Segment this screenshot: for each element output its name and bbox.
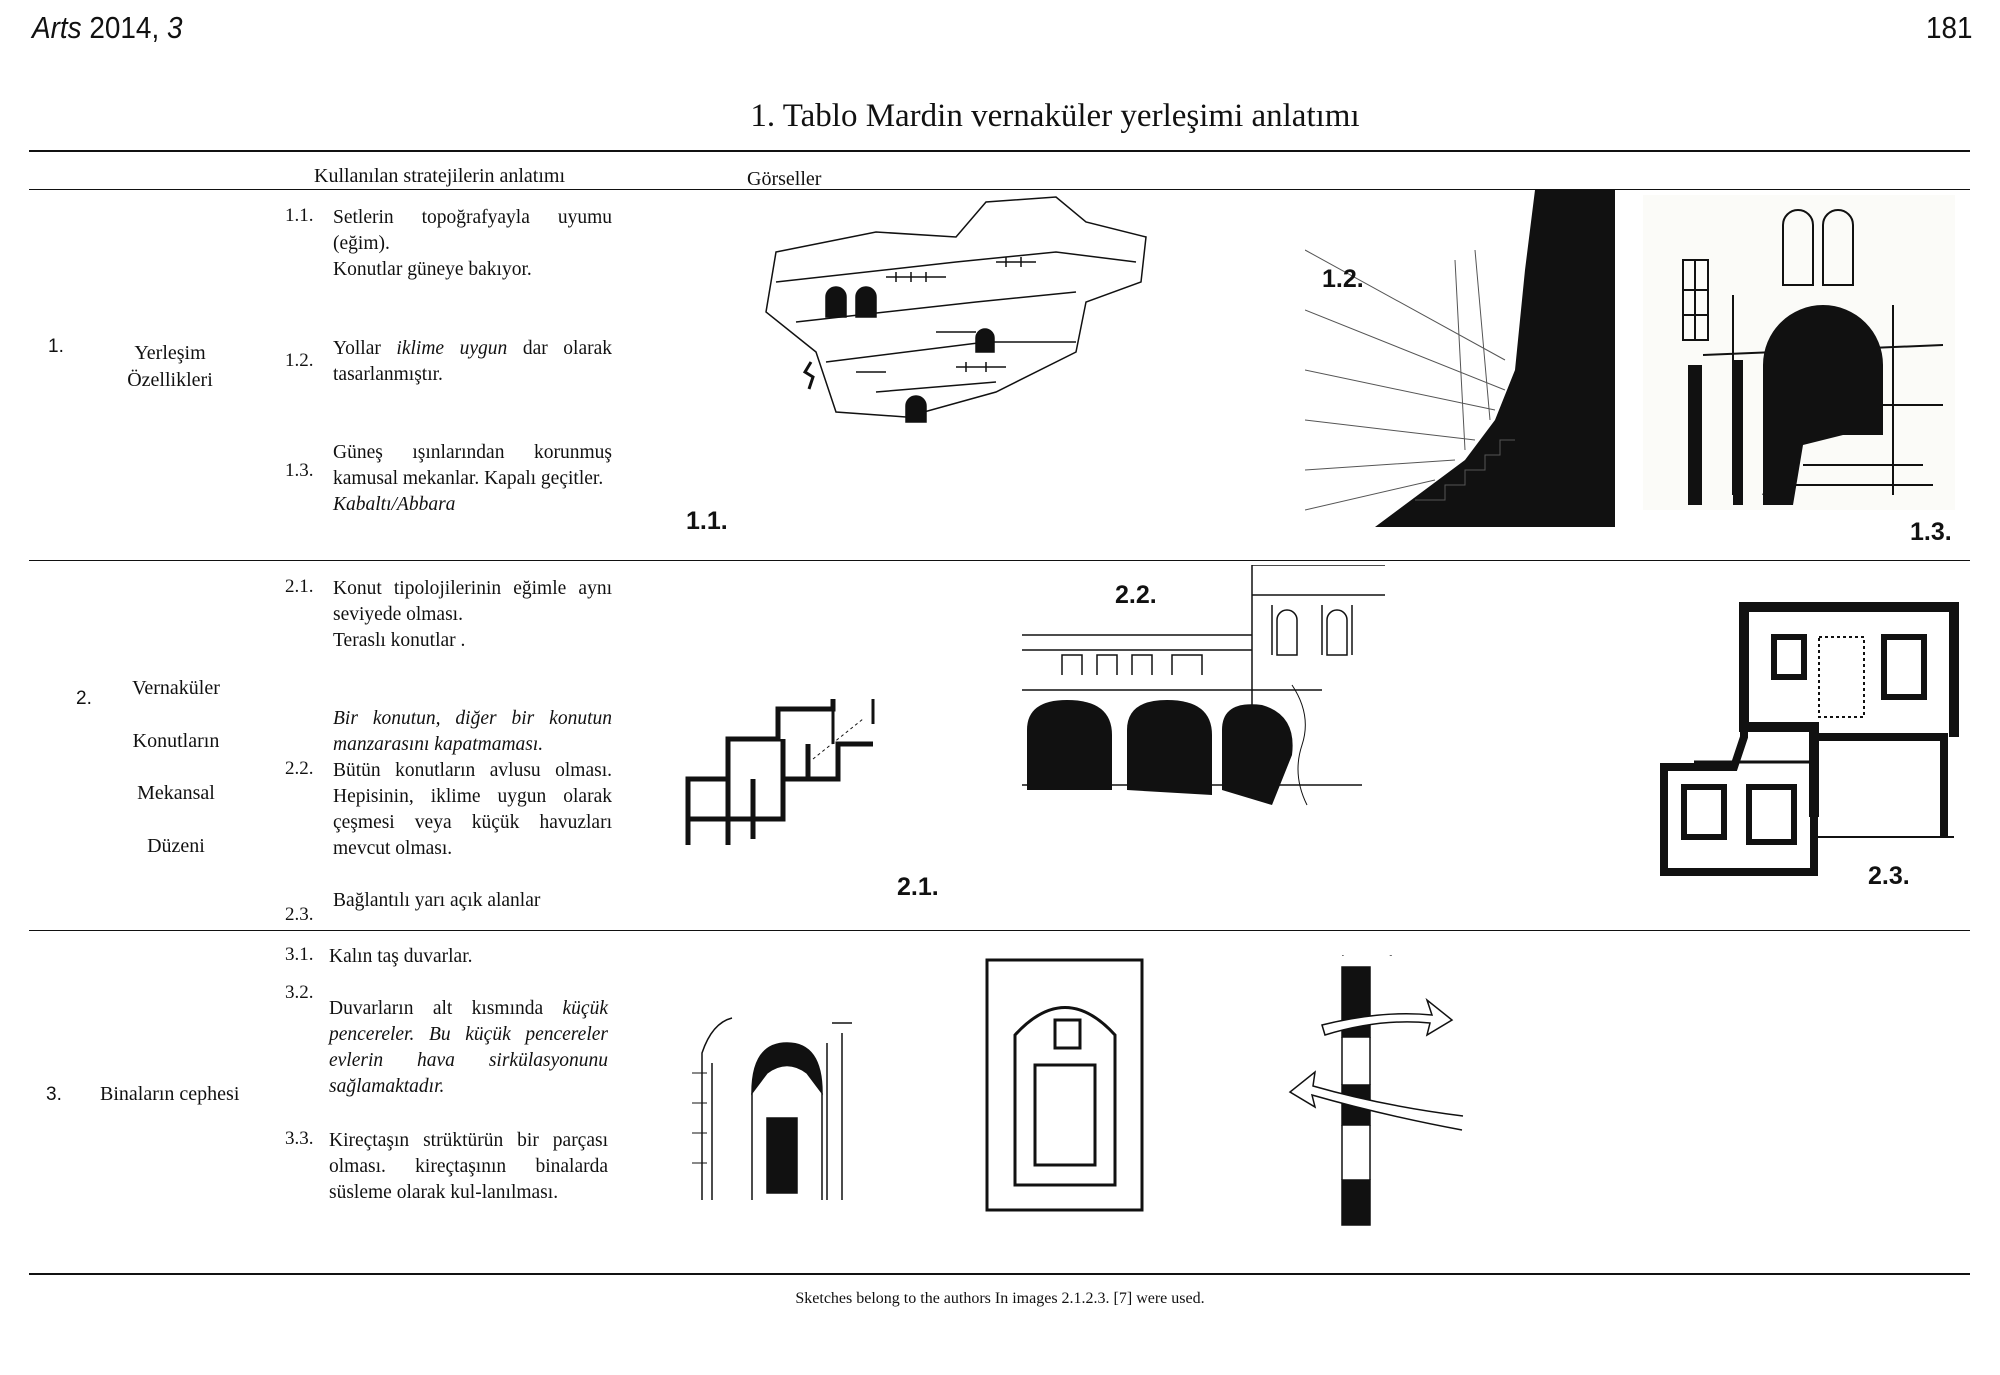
- item-paragraph: Setlerin topoğrafyayla uyumu (eğim).: [333, 207, 612, 254]
- item-text: Bağlantılı yarı açık alanlar: [333, 888, 612, 914]
- figure-label: 1.3.: [1910, 518, 1952, 546]
- column-header-strategies: Kullanılan stratejilerin anlatımı: [314, 165, 566, 187]
- item-text: Bir konutun, diğer bir konutun manzarası…: [333, 706, 612, 862]
- row-label: Binaların cephesi: [100, 1083, 239, 1106]
- table-title: 1. Tablo Mardin vernaküler yerleşimi anl…: [750, 98, 1360, 134]
- row-label-line: Mekansal: [137, 782, 215, 804]
- item-number: 1.1.: [285, 205, 314, 226]
- item-paragraph: Kabaltı/Abbara: [333, 494, 456, 515]
- item-paragraph: Bütün konutların avlusu olması. Hepisini…: [333, 760, 612, 859]
- row-label-line: Yerleşim: [134, 342, 206, 364]
- row-label-line: Konutların: [132, 729, 220, 752]
- journal-name: Arts: [32, 10, 82, 45]
- item-text: Kalın taş duvarlar.: [329, 944, 608, 970]
- table-top-rule: [29, 150, 1970, 152]
- item-paragraph: Yollar iklime uygun dar olarak tasarlanm…: [333, 336, 612, 388]
- item-number: 3.3.: [285, 1128, 314, 1149]
- item-text: Duvarların alt kısmında küçük pencereler…: [329, 996, 608, 1100]
- item-paragraph: Bir konutun, diğer bir konutun manzarası…: [333, 708, 612, 755]
- item-paragraph: Güneş ışınlarından korunmuş kamusal meka…: [333, 442, 612, 489]
- figure-label: 2.3.: [1868, 862, 1910, 890]
- figure-label: 1.2.: [1322, 265, 1364, 293]
- column-header-images: Görseller: [747, 168, 822, 190]
- item-text: Konut tipolojilerinin eğimle aynı seviye…: [333, 576, 612, 654]
- item-paragraph: Teraslı konutlar .: [333, 630, 466, 651]
- text-run: Duvarların alt kısmında: [329, 998, 563, 1019]
- item-number: 2.3.: [285, 904, 314, 925]
- item-paragraph: Duvarların alt kısmında küçük pencereler…: [329, 996, 608, 1100]
- sketch-narrow-street-stairs: [1305, 190, 1615, 527]
- row-divider: [29, 930, 1970, 931]
- item-paragraph: Kireçtaşın strüktürün bir parçası olması…: [329, 1130, 608, 1203]
- sketch-window-elevation: [985, 958, 1144, 1212]
- row-number: 2.: [76, 688, 92, 709]
- header-rule: [29, 189, 1970, 190]
- row-label-line: Düzeni: [147, 834, 205, 857]
- sketch-wall-ventilation-section: [1288, 955, 1464, 1226]
- sketch-courtyard-arches: [1022, 565, 1385, 806]
- figure-label: 2.1.: [897, 873, 939, 901]
- journal-volume: 3: [166, 10, 183, 45]
- item-paragraph: Bağlantılı yarı açık alanlar: [333, 890, 541, 911]
- row-label-line: Vernaküler: [132, 677, 220, 699]
- item-text: Kireçtaşın strüktürün bir parçası olması…: [329, 1128, 608, 1206]
- sketch-facade-window: [692, 1017, 852, 1200]
- item-number: 2.1.: [285, 576, 314, 597]
- row-number: 1.: [48, 336, 64, 357]
- item-number: 3.2.: [285, 982, 314, 1003]
- item-number: 1.2.: [285, 350, 314, 371]
- figure-label: 2.2.: [1115, 581, 1157, 609]
- row-label: Vernaküler Konutların Mekansal Düzeni: [106, 662, 246, 872]
- running-header-journal: Arts 2014, 3: [32, 10, 182, 46]
- item-paragraph: Konutlar güneye bakıyor.: [333, 259, 532, 280]
- item-number: 2.2.: [285, 758, 314, 779]
- text-run-italic: iklime uygun: [396, 338, 508, 359]
- row-label-line: Özellikleri: [127, 369, 213, 391]
- table-footnote: Sketches belong to the authors In images…: [795, 1290, 1205, 1307]
- text-run: Yollar: [333, 338, 397, 359]
- row-label: Yerleşim Özellikleri: [100, 340, 240, 394]
- row-divider: [29, 560, 1970, 561]
- text-run-italic: küçük pencereler. Bu küçük pencereler ev…: [329, 998, 608, 1097]
- text-run: dar olarak tasarlanmıştır.: [333, 338, 612, 385]
- row-label-line: Binaların cephesi: [100, 1083, 240, 1105]
- floor-plan-drawing: [1660, 602, 1959, 876]
- sketch-terraced-houses: [765, 196, 1147, 423]
- journal-year: 2014,: [89, 10, 160, 45]
- item-text: Güneş ışınlarından korunmuş kamusal meka…: [333, 440, 612, 518]
- item-text: Yollar iklime uygun dar olarak tasarlanm…: [333, 336, 612, 388]
- table-bottom-rule: [29, 1273, 1970, 1275]
- page-number: 181: [1926, 10, 1973, 45]
- item-paragraph: Konut tipolojilerinin eğimle aynı seviye…: [333, 578, 612, 625]
- row-number: 3.: [46, 1084, 62, 1105]
- item-number: 3.1.: [285, 944, 314, 965]
- item-paragraph: Kalın taş duvarlar.: [329, 946, 473, 967]
- sketch-terraced-section: [685, 699, 875, 845]
- item-number: 1.3.: [285, 460, 314, 481]
- figure-label: 1.1.: [686, 507, 728, 535]
- item-text: Setlerin topoğrafyayla uyumu (eğim). Kon…: [333, 205, 612, 283]
- sketch-covered-passage-abbara: [1643, 195, 1955, 510]
